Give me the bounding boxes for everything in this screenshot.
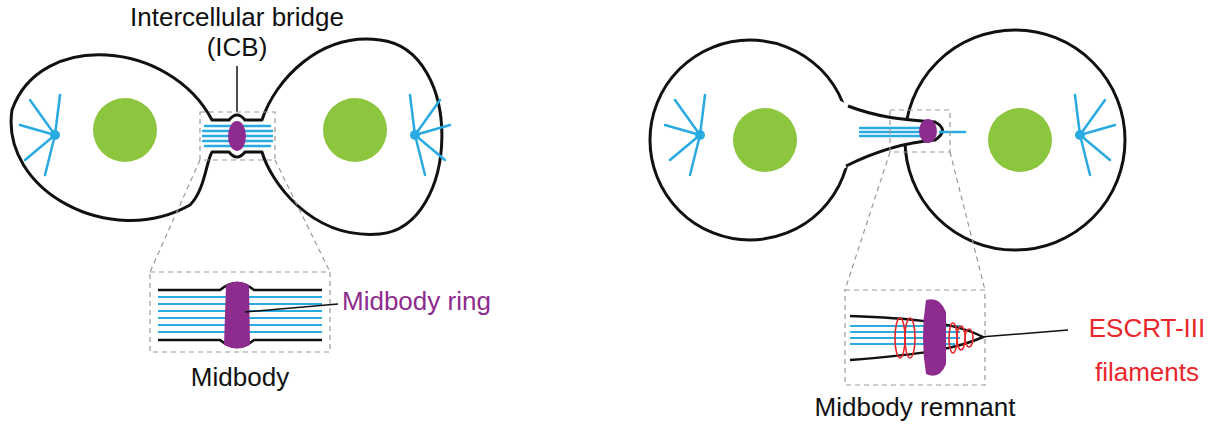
- leader-line: [245, 304, 338, 312]
- escrt-iii-filaments: [895, 318, 973, 358]
- midbody: [228, 121, 246, 151]
- inset-caption: Midbody: [140, 362, 340, 392]
- nucleus: [733, 108, 797, 172]
- inset-box: [845, 290, 985, 385]
- leader-line: [236, 66, 238, 112]
- part-label: ESCRT-III filaments: [1072, 306, 1222, 394]
- part-label: Midbody ring: [342, 286, 542, 316]
- microtubules: [665, 95, 1115, 175]
- remnant-membrane: [850, 316, 983, 360]
- nucleus: [93, 98, 157, 162]
- microtubules: [20, 95, 450, 175]
- inset-caption: Midbody remnant: [800, 392, 1030, 422]
- structure-label: Intercellular bridge (ICB): [107, 2, 367, 62]
- midbody-remnant: [919, 119, 937, 143]
- daughter-cell: [905, 30, 1125, 250]
- dividing-cell: [11, 39, 442, 234]
- leader-line: [980, 330, 1068, 337]
- nucleus: [323, 98, 387, 162]
- midbody-ring: [923, 299, 946, 375]
- nucleus: [988, 108, 1052, 172]
- bridge-stalk: [846, 106, 943, 166]
- midbody-ring: [224, 282, 250, 349]
- inset-box: [150, 272, 330, 352]
- daughter-cell: [650, 40, 850, 240]
